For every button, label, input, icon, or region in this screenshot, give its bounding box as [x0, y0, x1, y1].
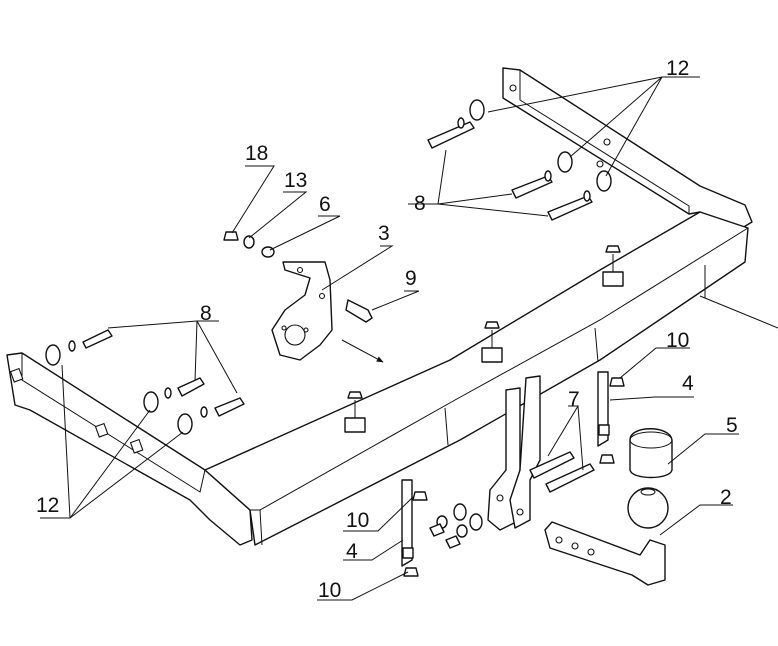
callout-13: 13 [284, 169, 307, 192]
callout-10-bottom: 10 [318, 579, 341, 602]
callout-8-left: 8 [200, 302, 212, 325]
callout-10-mid: 10 [346, 509, 369, 532]
tow-ball-neck [544, 487, 669, 586]
callout-8-top: 8 [414, 192, 426, 215]
callout-2: 2 [720, 486, 732, 509]
callout-18: 18 [245, 142, 268, 165]
socket-bolt-set [223, 231, 275, 258]
mid-clamp [401, 479, 428, 577]
callout-12-top: 12 [666, 57, 689, 80]
callout-labels: 18 13 6 3 9 12 8 8 12 10 4 7 5 2 10 4 10 [36, 57, 738, 602]
callout-10-right: 10 [666, 329, 689, 352]
left-fasteners [45, 329, 245, 435]
crossbar-studs [344, 245, 624, 433]
callout-4-right: 4 [682, 372, 694, 395]
bolt-9 [345, 299, 373, 323]
right-clamp [597, 371, 625, 464]
socket-plate [271, 261, 384, 363]
callout-7: 7 [568, 388, 580, 411]
tow-ball-cover [629, 428, 673, 479]
center-bolts [429, 451, 595, 549]
callout-5: 5 [726, 414, 738, 437]
center-mount-plates [487, 375, 541, 531]
callout-9: 9 [405, 267, 417, 290]
callout-4-mid: 4 [346, 540, 358, 563]
right-side-bracket [502, 67, 753, 229]
top-right-fasteners [427, 99, 612, 221]
leader-lines [40, 76, 778, 601]
main-crossbar [204, 211, 749, 546]
callout-12-bottom: 12 [36, 494, 59, 517]
callout-3: 3 [378, 222, 390, 245]
left-side-bracket [6, 352, 253, 546]
callout-6: 6 [319, 193, 331, 216]
